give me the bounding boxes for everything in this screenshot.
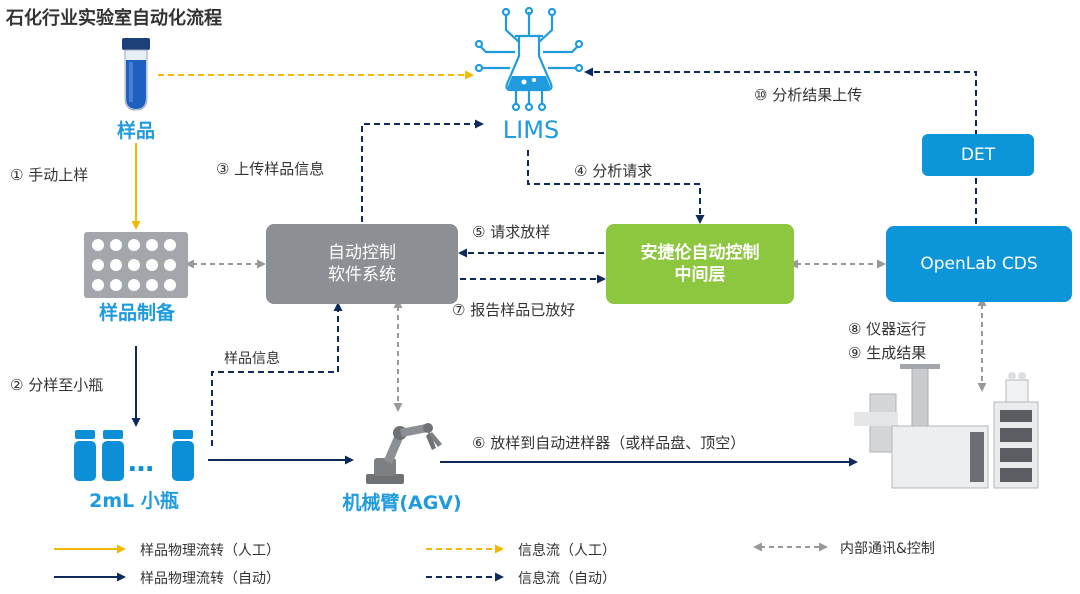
step-3-label: ③ 上传样品信息 <box>216 160 325 178</box>
step-7-label: ⑦ 报告样品已放好 <box>452 301 576 319</box>
robot-arm-icon <box>366 423 442 484</box>
legend-info-manual: 信息流（人工） <box>518 543 616 559</box>
step-8-label: ⑧ 仪器运行 <box>848 320 927 338</box>
openlab-cds-box: OpenLab CDS <box>886 226 1072 302</box>
sample-label: 样品 <box>116 120 155 142</box>
robot-arm-label: 机械臂(AGV) <box>342 492 462 514</box>
control-software-line1: 自动控制 <box>328 242 396 263</box>
vial-icon <box>102 430 124 481</box>
legend-physical-manual: 样品物理流转（人工） <box>140 543 280 559</box>
arrow-result-upload <box>584 67 977 136</box>
sample-prep-label: 样品制备 <box>98 302 175 324</box>
arrow-vial-sample-info <box>211 302 343 446</box>
arrow-upload-sample-info <box>361 119 484 222</box>
step-2-label: ② 分样至小瓶 <box>10 376 104 394</box>
legend-swatch-info-auto <box>426 572 504 582</box>
middleware-line1: 安捷伦自动控制 <box>640 242 760 263</box>
vial-icon <box>74 430 96 481</box>
lims-flask-network-icon <box>474 6 584 112</box>
page-title: 石化行业实验室自动化流程 <box>6 8 222 29</box>
control-software-line2: 软件系统 <box>328 265 396 285</box>
step-4-label: ④ 分析请求 <box>574 162 653 180</box>
step-1-label: ① 手动上样 <box>10 166 89 184</box>
legend-swatch-info-manual <box>426 544 504 554</box>
test-tube-icon <box>122 38 150 111</box>
sample-tray-icon <box>84 232 188 298</box>
vials-label: 2mL 小瓶 <box>89 490 179 512</box>
legend-swatch-internal <box>753 542 828 552</box>
control-software-box: 自动控制 软件系统 <box>266 224 458 304</box>
step-5-label: ⑤ 请求放样 <box>472 223 551 241</box>
legend-physical-auto: 样品物理流转（自动） <box>140 571 280 587</box>
step-9-label: ⑨ 生成结果 <box>848 344 927 362</box>
legend-internal: 内部通讯&控制 <box>840 541 935 557</box>
lims-label: LIMS <box>502 116 560 144</box>
middleware-line2: 中间层 <box>674 265 726 285</box>
arrow-analysis-request <box>527 150 705 224</box>
legend-info-auto: 信息流（自动） <box>518 571 616 587</box>
middleware-box: 安捷伦自动控制 中间层 <box>606 224 794 304</box>
vial-icon <box>172 430 194 481</box>
step-6-label: ⑥ 放样到自动进样器（或样品盘、顶空） <box>472 434 746 452</box>
legend-swatch-physical-auto <box>54 572 126 582</box>
step-10-label: ⑩ 分析结果上传 <box>754 86 863 104</box>
det-box: DET <box>922 134 1034 176</box>
legend-swatch-physical-manual <box>54 544 126 554</box>
sample-info-label: 样品信息 <box>224 351 280 367</box>
lab-instrument-icon <box>854 364 1039 489</box>
vial-ellipsis: … <box>128 448 156 478</box>
